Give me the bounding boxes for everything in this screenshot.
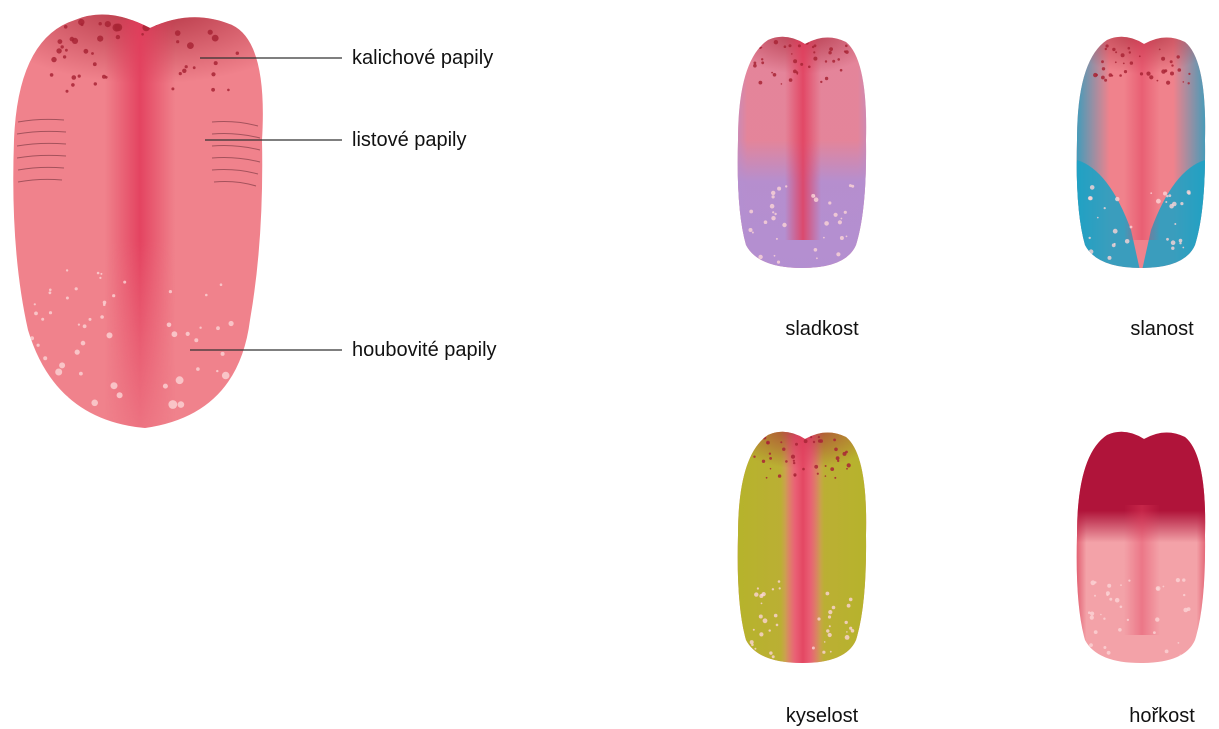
tongue-salty (1069, 30, 1214, 275)
tongue-sweet (730, 30, 875, 275)
label-fungiform-papillae: houbovité papily (352, 339, 497, 361)
caption-sweet: sladkost (785, 318, 859, 340)
caption-sour: kyselost (786, 705, 859, 727)
large-tongue (0, 0, 300, 440)
caption-bitter: hořkost (1129, 705, 1195, 727)
label-circumvallate-papillae: kalichové papily (352, 47, 493, 69)
tongue-bitter (1069, 425, 1214, 670)
caption-salty: slanost (1130, 318, 1194, 340)
tongue-sour (730, 425, 875, 670)
label-foliate-papillae: listové papily (352, 129, 467, 151)
